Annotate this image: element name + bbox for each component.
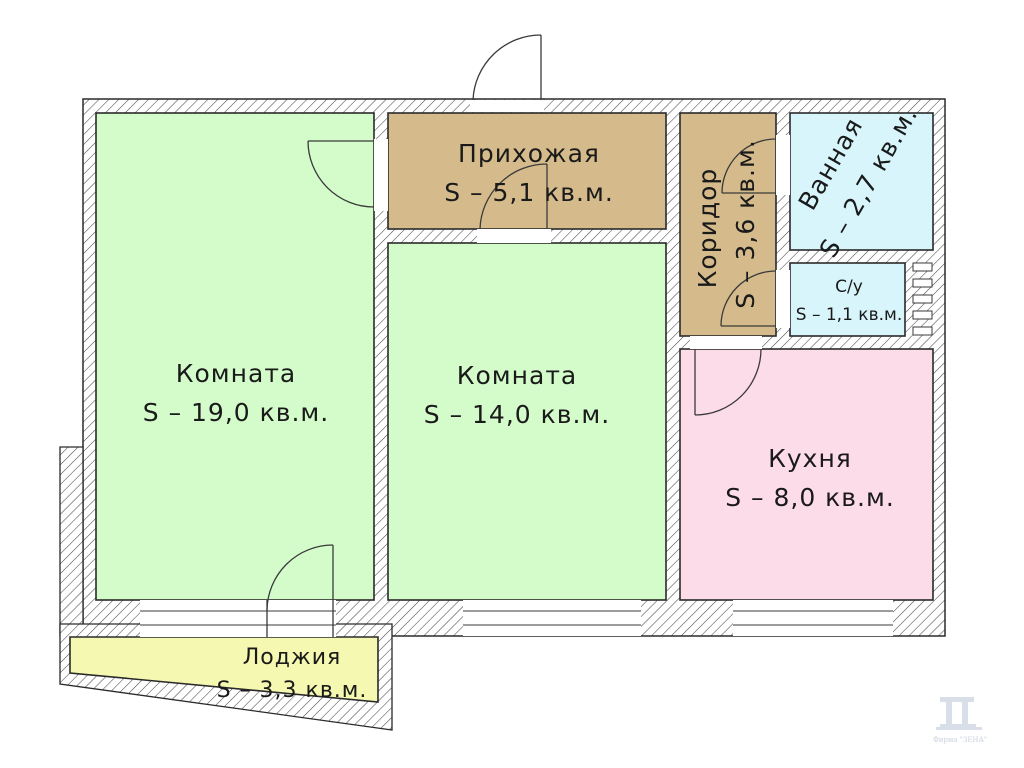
toilet-name: С/у bbox=[835, 277, 863, 297]
ventilation-shaft bbox=[912, 262, 933, 336]
loggia-name: Лоджия bbox=[243, 645, 342, 670]
room-1-door bbox=[307, 139, 388, 211]
loggia-door bbox=[140, 544, 336, 637]
loggia-area: S – 3,3 кв.м. bbox=[217, 678, 368, 703]
toilet-door bbox=[720, 270, 790, 328]
kitchen-area: S – 8,0 кв.м. bbox=[725, 483, 895, 512]
window-room-2 bbox=[463, 600, 641, 636]
company-logo: Фирма "ЗЕНА" bbox=[933, 697, 987, 744]
hallway-door bbox=[477, 163, 551, 243]
corridor-name: Коридор bbox=[693, 168, 722, 289]
bathroom bbox=[789, 112, 934, 251]
room-1 bbox=[95, 112, 375, 601]
kitchen-door bbox=[690, 336, 762, 416]
bathroom-door bbox=[721, 135, 790, 195]
hallway-area: S – 5,1 кв.м. bbox=[444, 178, 614, 207]
window-kitchen bbox=[733, 600, 893, 636]
kitchen bbox=[679, 348, 934, 601]
kitchen-name: Кухня bbox=[768, 444, 852, 473]
toilet bbox=[789, 262, 906, 337]
toilet-area: S – 1,1 кв.м. bbox=[796, 305, 902, 325]
room-1-name: Комната bbox=[176, 359, 296, 388]
room-2-name: Комната bbox=[457, 361, 577, 390]
room-1-area: S – 19,0 кв.м. bbox=[143, 398, 329, 427]
hallway-name: Прихожая bbox=[458, 139, 600, 168]
room-2 bbox=[387, 242, 667, 601]
entry-door bbox=[470, 34, 544, 112]
hallway bbox=[387, 112, 667, 230]
watermark-text: Фирма "ЗЕНА" bbox=[933, 736, 987, 744]
room-2-area: S – 14,0 кв.м. bbox=[424, 400, 610, 429]
corridor-area: S – 3,6 кв.м. bbox=[731, 139, 760, 309]
